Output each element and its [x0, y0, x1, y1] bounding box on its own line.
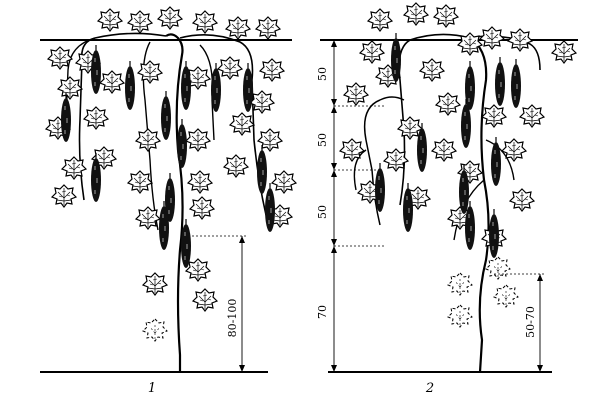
main-stem-1	[165, 33, 184, 372]
dimension-label-50-b: 50	[316, 133, 329, 147]
dimension-height-2: 50-70	[494, 273, 546, 372]
dimension-chain-2: 50 50 50 70	[316, 40, 384, 372]
dimension-label-50-c: 50	[316, 205, 329, 219]
figure-number-1: 1	[148, 381, 156, 396]
dimension-label-50-a: 50	[316, 67, 329, 81]
figure-number-2: 2	[425, 381, 434, 396]
dimension-label-70: 70	[316, 305, 329, 319]
figure-1: 80-100 1	[40, 6, 297, 396]
dimension-label-80-100: 80-100	[226, 299, 239, 338]
dimension-label-50-70: 50-70	[524, 306, 537, 338]
figure-2: 50 50 50 70 50-70 2	[316, 2, 578, 396]
dimension-height-1: 80-100	[192, 235, 248, 372]
